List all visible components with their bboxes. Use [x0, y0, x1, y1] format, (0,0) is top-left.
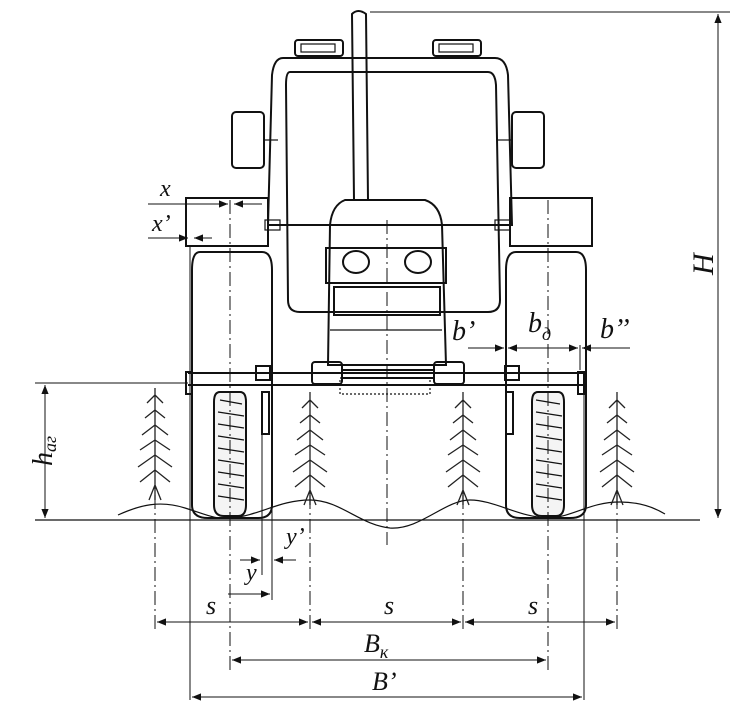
extension-lines: [35, 11, 730, 700]
label-B-k: Bк: [364, 629, 389, 662]
label-b-prime: b’: [452, 316, 475, 347]
plant: [292, 392, 328, 506]
ground: [35, 499, 700, 529]
rear-wheels: [191, 251, 587, 519]
label-b-double-prime: b’’: [600, 314, 630, 345]
label-s-right: s: [528, 591, 538, 620]
label-b-d: bд: [528, 308, 551, 344]
tractor-hood: [325, 199, 448, 366]
plant: [137, 388, 173, 501]
fenders: [185, 197, 593, 247]
tractor-cab: [231, 10, 545, 313]
label-B-prime: B’: [372, 667, 397, 696]
label-x-prime: x’: [151, 211, 171, 237]
label-y: y: [244, 560, 257, 586]
plant: [599, 392, 635, 506]
label-H: H: [687, 251, 720, 276]
label-y-prime: y’: [284, 524, 305, 550]
label-s-mid: s: [384, 591, 394, 620]
dimension-lines: [41, 14, 722, 701]
front-axle: [185, 361, 585, 395]
label-h-ag: hаг: [28, 436, 60, 466]
label-x: x: [159, 176, 171, 202]
front-wheels: [213, 391, 565, 517]
label-s-left: s: [206, 591, 216, 620]
plant: [445, 392, 481, 506]
center-lines: [154, 200, 618, 670]
